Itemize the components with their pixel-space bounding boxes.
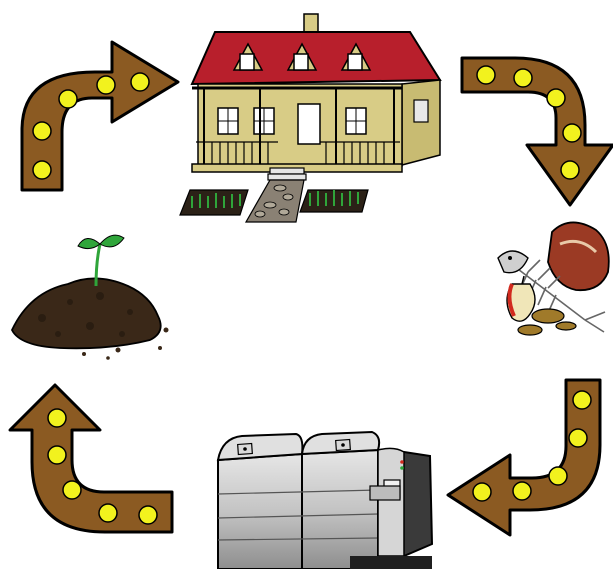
composting-machine-icon	[218, 432, 432, 569]
food-scraps-icon	[498, 222, 609, 335]
arrow-house-to-food	[462, 58, 613, 205]
garden-bed-left	[180, 190, 248, 215]
arrow-soil-to-house	[22, 42, 178, 190]
house-with-garden-icon	[180, 14, 440, 222]
garden-bed-right	[300, 190, 368, 212]
arrow-composter-to-soil	[10, 385, 172, 532]
arrow-food-to-composter	[448, 380, 600, 535]
soil-with-sprout-icon	[12, 235, 169, 360]
